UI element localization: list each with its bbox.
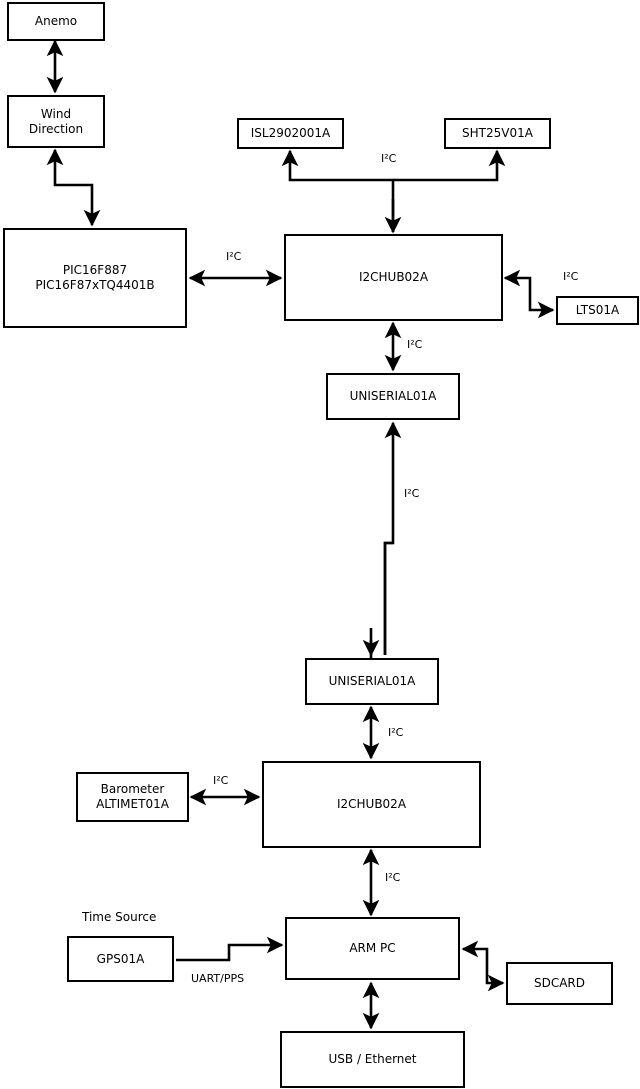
- edge-label-i2c-hub-uniserial: I²C: [407, 338, 423, 351]
- node-usb-ethernet[interactable]: USB / Ethernet: [280, 1031, 465, 1088]
- edge-uniserial-link-jog: [383, 541, 393, 655]
- label-time-source: Time Source: [82, 910, 157, 924]
- edge-gps-armpc: [176, 936, 284, 962]
- edge-hubtop-isl: [281, 149, 395, 232]
- node-uniserial01a-top[interactable]: UNISERIAL01A: [326, 373, 460, 420]
- node-gps01a[interactable]: GPS01A: [67, 936, 174, 982]
- edge-wind-pic: [46, 148, 101, 227]
- edge-label-i2c-uniserial-hub-bottom: I²C: [388, 726, 404, 739]
- edge-label-i2c-sensors-top: I²C: [381, 152, 397, 165]
- node-arm-pc[interactable]: ARM PC: [285, 917, 460, 980]
- node-barometer-altimet01a[interactable]: Barometer ALTIMET01A: [76, 772, 189, 822]
- node-anemo[interactable]: Anemo: [7, 2, 105, 41]
- edge-label-i2c-uniserial-link: I²C: [404, 487, 420, 500]
- node-pic-microcontroller[interactable]: PIC16F887 PIC16F87xTQ4401B: [3, 228, 187, 328]
- node-i2chub02a-bottom[interactable]: I2CHUB02A: [262, 761, 481, 848]
- node-isl2902001a[interactable]: ISL2902001A: [237, 118, 344, 149]
- edge-label-i2c-barometer: I²C: [213, 774, 229, 787]
- edge-label-i2c-hub-armpc: I²C: [385, 871, 401, 884]
- edge-hubtop-lts: [503, 269, 555, 319]
- edge-label-i2c-pic-hub: I²C: [226, 250, 242, 263]
- node-uniserial01a-bottom[interactable]: UNISERIAL01A: [305, 658, 439, 705]
- edge-armpc-sdcard: [461, 940, 505, 992]
- node-sht25v01a[interactable]: SHT25V01A: [444, 118, 551, 149]
- node-wind-direction[interactable]: Wind Direction: [7, 95, 105, 148]
- edge-hubtop-sht: [393, 149, 506, 182]
- node-lts01a[interactable]: LTS01A: [556, 296, 639, 325]
- edge-label-uart-pps: UART/PPS: [191, 972, 245, 985]
- edge-label-i2c-hub-lts: I²C: [563, 270, 579, 283]
- node-i2chub02a-top[interactable]: I2CHUB02A: [284, 234, 503, 321]
- node-sdcard[interactable]: SDCARD: [506, 962, 613, 1005]
